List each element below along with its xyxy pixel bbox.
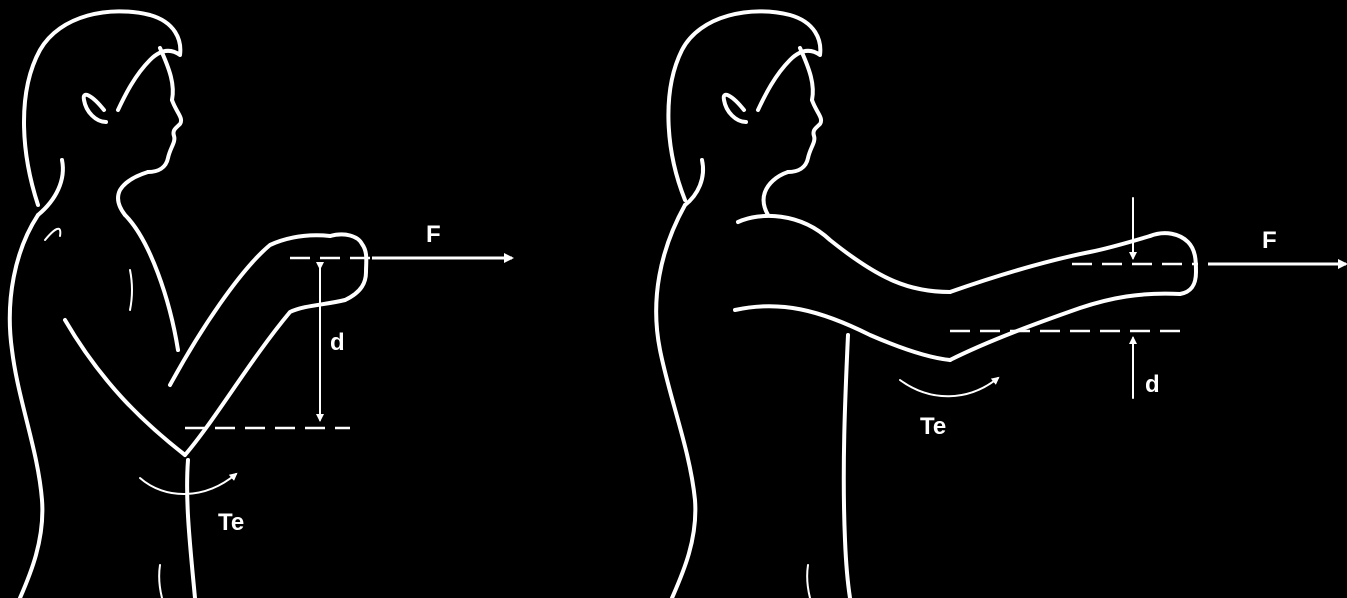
- right-upper-arm-bottom: [733, 304, 952, 362]
- left-neck-back: [36, 158, 65, 217]
- right-fist: [1148, 231, 1198, 296]
- right-torque-arc: [899, 376, 1000, 398]
- right-back: [654, 203, 698, 598]
- right-hair: [666, 9, 823, 202]
- right-figure: F d Te: [654, 9, 1347, 598]
- left-neck-front: [115, 170, 150, 217]
- left-force-label: F: [426, 221, 441, 248]
- left-upper-arm: [63, 318, 187, 457]
- left-hair: [22, 9, 183, 207]
- right-force-label: F: [1262, 227, 1277, 254]
- right-face: [786, 98, 823, 174]
- left-abdomen: [185, 458, 197, 598]
- left-forearm-top: [168, 233, 332, 387]
- right-forearm-top: [948, 234, 1152, 294]
- right-torque-label: Te: [920, 413, 946, 440]
- left-face: [146, 98, 183, 174]
- left-back: [7, 213, 45, 598]
- right-ear: [721, 92, 748, 124]
- left-hair-strand: [158, 46, 175, 102]
- right-shoulder: [736, 213, 952, 294]
- left-ear: [81, 92, 108, 124]
- right-navel: [806, 564, 811, 598]
- right-distance-label: d: [1145, 371, 1160, 398]
- left-fist: [328, 232, 369, 302]
- right-hair-strand: [798, 46, 815, 102]
- left-figure: F d Te: [7, 9, 514, 598]
- left-shoulder-crease: [44, 227, 62, 241]
- left-pec-line: [129, 269, 133, 311]
- right-neck-back: [683, 158, 705, 207]
- left-torque-label: Te: [218, 509, 244, 536]
- left-navel: [158, 564, 163, 598]
- right-neck-front: [761, 170, 790, 217]
- right-abdomen: [841, 333, 852, 598]
- left-torque-arc: [139, 472, 238, 495]
- left-chest: [123, 213, 180, 352]
- right-forearm-bottom: [948, 291, 1182, 362]
- left-distance-label: d: [330, 329, 345, 356]
